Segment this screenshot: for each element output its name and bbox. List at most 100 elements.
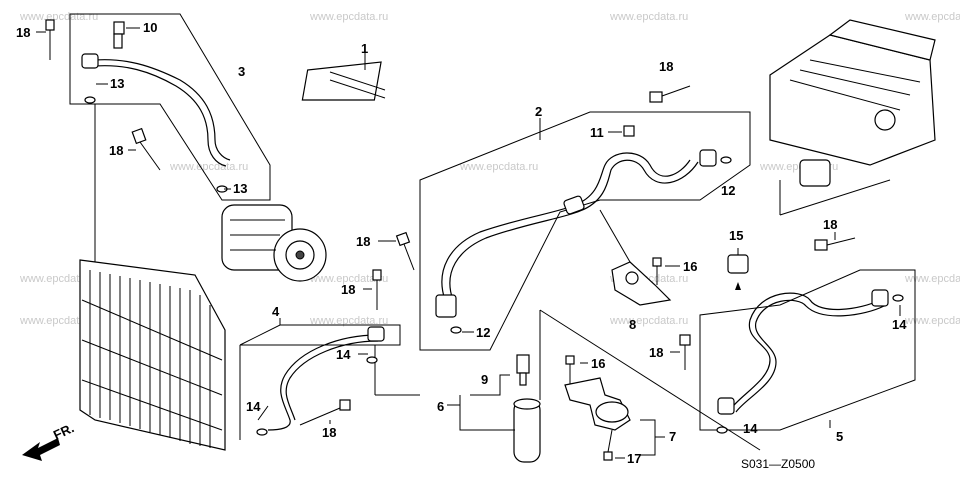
- watermark-text: www.epcdata.ru: [19, 11, 98, 23]
- callout-10: 10: [143, 20, 157, 35]
- callout-11: 11: [590, 125, 604, 140]
- condenser-tube: [81, 379, 223, 431]
- bolt-shank: [826, 237, 856, 246]
- discharge-hose: [94, 59, 231, 161]
- callout-18: 18: [356, 234, 370, 249]
- watermark-text: www.epcdata.ru: [904, 315, 960, 327]
- o-ring: [892, 294, 904, 302]
- callout-13: 13: [233, 181, 247, 196]
- pipe-fitting: [367, 326, 385, 342]
- diagram-code: S031—Z0500: [741, 457, 815, 471]
- condenser-pipe-edge: [285, 340, 379, 421]
- callout-18: 18: [659, 59, 673, 74]
- condenser-tube: [81, 339, 223, 396]
- callout-2: 2: [535, 104, 542, 119]
- group-outline: [419, 111, 751, 351]
- callout-18: 18: [341, 282, 355, 297]
- callout-13: 13: [110, 76, 124, 91]
- o-ring: [450, 326, 462, 334]
- bracket-hole: [625, 271, 639, 285]
- watermark-text: www.epcdata.ru: [609, 11, 688, 23]
- suction-hose-edge: [449, 159, 699, 301]
- condenser-tube: [81, 299, 223, 361]
- callout-18: 18: [16, 25, 30, 40]
- leader-line: [459, 395, 515, 431]
- label-lines: [329, 79, 386, 99]
- callout-5: 5: [836, 429, 843, 444]
- group-outline: [699, 269, 916, 431]
- o-ring: [720, 156, 732, 164]
- callout-18: 18: [109, 143, 123, 158]
- discharge-hose-assembly: [45, 13, 271, 201]
- watermark-text: www.epcdata.ru: [19, 315, 98, 327]
- callout-16: 16: [683, 259, 697, 274]
- liquid-line-assembly: [679, 237, 916, 434]
- bolt-head: [565, 355, 575, 365]
- callout-6: 6: [437, 399, 444, 414]
- case-port: [874, 109, 896, 131]
- hose-joint: [563, 195, 585, 215]
- o-ring: [256, 428, 268, 436]
- bolt-shank: [661, 85, 691, 97]
- leader-line: [539, 309, 761, 451]
- group-outline: [69, 13, 271, 201]
- liquid-pipe-edge: [735, 299, 885, 413]
- watermark-text: www.epcdata.ru: [609, 315, 688, 327]
- bolt-head: [603, 451, 613, 461]
- watermark-text: www.epcdata.ru: [904, 11, 960, 23]
- evaporator-unit: [769, 19, 936, 216]
- callout-9: 9: [481, 372, 488, 387]
- watermark-text: www.epcdata.ru: [904, 273, 960, 285]
- bolt-head: [395, 231, 411, 247]
- o-ring: [366, 356, 378, 364]
- bolt-head: [339, 399, 351, 411]
- pipe-bracket: [611, 261, 672, 306]
- leader-line: [470, 374, 510, 396]
- switch-stem: [519, 372, 527, 386]
- case-rib: [789, 79, 901, 111]
- evaporator-top: [828, 19, 936, 61]
- pipe-fitting: [717, 397, 735, 415]
- callout-17: 17: [627, 451, 641, 466]
- case-rib: [809, 59, 921, 83]
- condenser-pipe: [267, 334, 379, 431]
- leader-line: [779, 179, 891, 216]
- case-rib: [799, 69, 911, 96]
- callout-leaders: [36, 27, 901, 459]
- callout-18: 18: [649, 345, 663, 360]
- condenser-pipe-assembly: [239, 269, 420, 440]
- watermark-text: www.epcdata.ru: [19, 273, 98, 285]
- discharge-hose-edge: [94, 65, 227, 167]
- bolt-shank: [139, 141, 161, 171]
- watermark-text: www.epcdata.ru: [309, 11, 388, 23]
- watermark-text: www.epcdata.ru: [309, 315, 388, 327]
- bolt-shank: [403, 243, 415, 271]
- o-ring: [84, 96, 96, 104]
- hose-fitting: [435, 294, 457, 318]
- callout-14: 14: [892, 317, 907, 332]
- bracket-assembly: [611, 248, 749, 306]
- bolt-shank: [607, 429, 613, 453]
- callout-15: 15: [729, 228, 743, 243]
- callout-18: 18: [823, 217, 837, 232]
- label-lines: [329, 71, 386, 91]
- watermark-text: www.epcdata.ru: [459, 161, 538, 173]
- front-direction-indicator: FR.: [22, 420, 76, 461]
- callout-16: 16: [591, 356, 605, 371]
- callout-12: 12: [721, 183, 735, 198]
- condenser-core: [79, 259, 226, 451]
- pressure-switch: [727, 254, 749, 274]
- callout-18: 18: [322, 425, 336, 440]
- callout-8: 8: [629, 317, 636, 332]
- pipe-fitting: [871, 289, 889, 307]
- bolt-head: [113, 21, 125, 35]
- bolt-head: [131, 127, 147, 145]
- leader-line: [640, 419, 656, 456]
- front-arrow-icon: [22, 438, 60, 461]
- group-brackets: [447, 374, 665, 456]
- bolt-head: [652, 257, 662, 267]
- hose-fitting: [699, 149, 717, 167]
- liquid-pipe: [729, 292, 881, 411]
- bolt-head: [649, 91, 663, 103]
